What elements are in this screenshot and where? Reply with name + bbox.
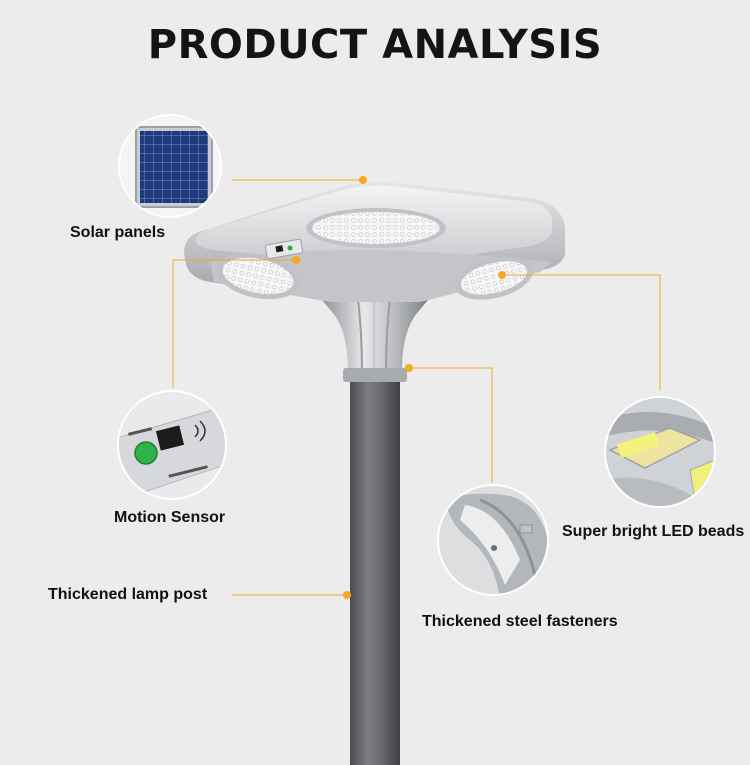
label-steel-fasteners: Thickened steel fasteners <box>422 613 618 630</box>
motion-sensor-detail <box>117 390 227 500</box>
label-led-beads: Super bright LED beads <box>562 523 745 540</box>
callout-dots <box>292 176 506 599</box>
lamp-post <box>350 380 400 765</box>
callout-lines <box>172 179 661 596</box>
label-motion-sensor: Motion Sensor <box>114 509 226 526</box>
steel-fasteners-detail <box>437 484 549 596</box>
label-lamp-post: Thickened lamp post <box>48 586 208 603</box>
page-title: PRODUCT ANALYSIS <box>147 22 603 68</box>
label-solar-panels: Solar panels <box>70 224 166 241</box>
solar-panel-detail <box>118 114 222 218</box>
led-beads-detail <box>604 396 716 508</box>
